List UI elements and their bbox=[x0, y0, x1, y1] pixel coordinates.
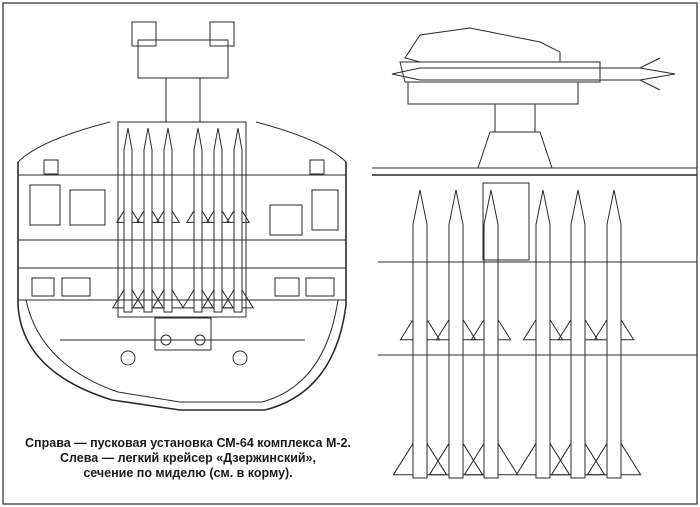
pedestal-top bbox=[494, 103, 536, 133]
porthole bbox=[120, 350, 136, 366]
compartment bbox=[29, 184, 61, 226]
compartment bbox=[269, 204, 303, 236]
pedestal bbox=[477, 131, 553, 169]
caption-line-1: Справа — пусковая установка СМ-64 компле… bbox=[25, 436, 351, 450]
fin bbox=[639, 79, 661, 91]
fin bbox=[639, 57, 661, 69]
launcher-head bbox=[137, 39, 229, 79]
porthole bbox=[232, 350, 248, 366]
launcher-arm bbox=[404, 27, 561, 63]
vent bbox=[309, 159, 325, 175]
compartment bbox=[31, 277, 55, 297]
hull-inner bbox=[25, 299, 339, 403]
missile bbox=[392, 189, 448, 479]
sm64-launcher-side-view bbox=[372, 27, 697, 356]
caption-line-3: сечение по миделю (см. в корму). bbox=[83, 466, 293, 480]
missile bbox=[586, 189, 642, 479]
bulwark-left bbox=[17, 121, 111, 163]
launcher-column bbox=[165, 77, 201, 123]
missile-on-rail bbox=[391, 67, 676, 81]
caption-line-2: Слева — легкий крейсер «Дзержинский», bbox=[60, 451, 316, 465]
gear bbox=[194, 334, 206, 346]
bulwark-right bbox=[255, 121, 347, 163]
figure-caption: Справа — пусковая установка СМ-64 компле… bbox=[8, 436, 368, 481]
hull-outline bbox=[17, 162, 347, 411]
trunnion bbox=[407, 81, 579, 105]
cruiser-cross-section bbox=[17, 21, 347, 411]
cruiser-missile-magazine bbox=[111, 127, 255, 313]
compartment bbox=[311, 189, 339, 231]
launcher-missile-magazine bbox=[392, 189, 642, 479]
magazine-trunk bbox=[482, 182, 530, 261]
launcher-rail bbox=[209, 21, 235, 47]
launcher-rail bbox=[131, 21, 157, 47]
compartment bbox=[274, 277, 300, 297]
compartment bbox=[69, 189, 106, 226]
launcher-base bbox=[154, 317, 212, 351]
compartment bbox=[61, 277, 91, 297]
missile bbox=[221, 127, 255, 313]
vent bbox=[43, 159, 59, 175]
gear bbox=[160, 334, 172, 346]
launcher-beam bbox=[399, 61, 601, 83]
compartment bbox=[305, 277, 335, 297]
